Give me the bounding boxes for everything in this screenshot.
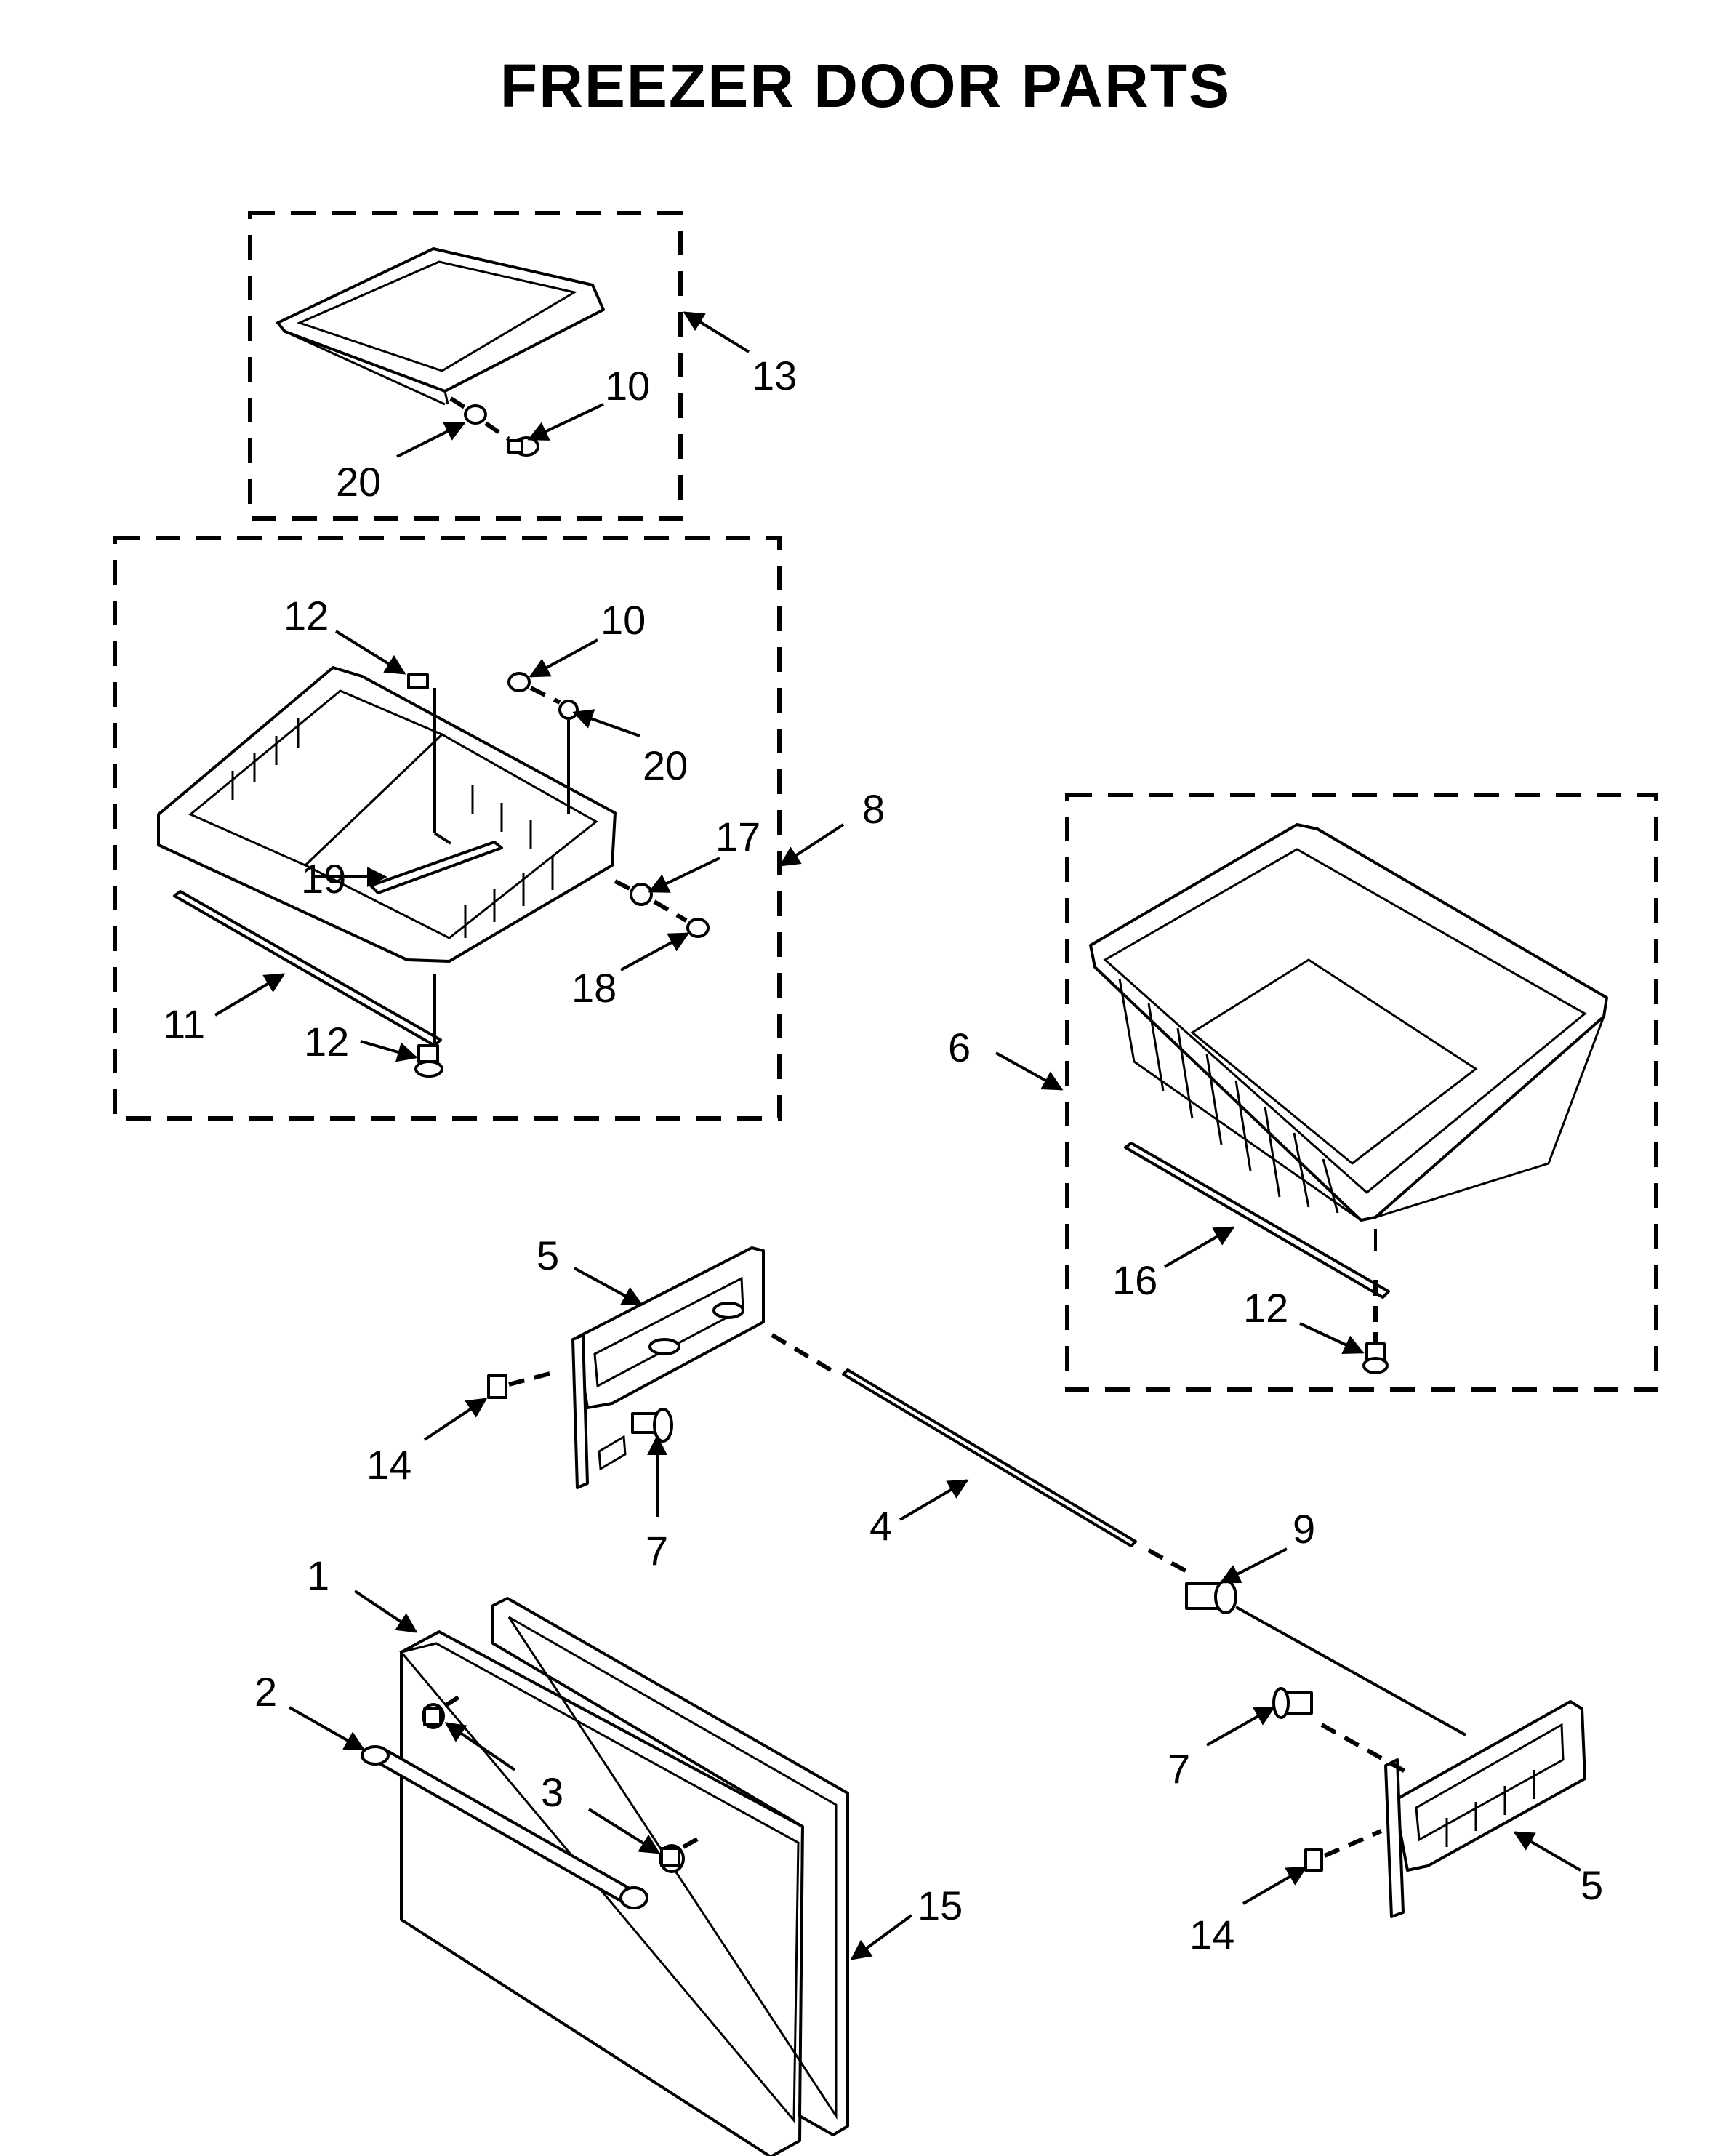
clip-14-right [1304,1829,1383,1872]
screw-7-left [631,1408,673,1443]
screw-10-bin [507,672,561,705]
callout-16: 16 [1112,1257,1157,1303]
callout-10-top: 10 [605,363,650,409]
callout-14-left: 14 [366,1442,411,1488]
screw-7-right [1272,1687,1412,1776]
callout-15: 15 [917,1883,963,1928]
clip-14-left [487,1371,553,1399]
bin-8 [157,666,617,963]
leader-lines [214,311,1582,1960]
callout-4: 4 [869,1503,892,1549]
screw-18 [653,899,710,938]
group-box-6 [1065,793,1658,1392]
callout-12-lower: 12 [304,1019,349,1065]
screw-12-upper [407,673,452,845]
callout-13: 13 [752,353,797,398]
callout-18: 18 [571,965,617,1011]
callout-17: 17 [715,814,760,859]
handle-2 [361,1745,648,1909]
divider-19 [369,841,503,894]
rod-4 [771,1333,1189,1574]
callout-8: 8 [862,786,885,832]
spacer-20-top [449,396,487,425]
callout-6: 6 [948,1025,971,1070]
callout-7-left: 7 [646,1528,668,1574]
slide-rail-5-left [571,1246,765,1489]
group-box-13 [248,211,683,521]
bushing-9 [1185,1579,1466,1736]
callout-5-right: 5 [1581,1862,1603,1908]
shelf-13 [276,247,605,406]
callout-2: 2 [254,1669,277,1715]
door-panel-1 [399,1630,804,2156]
handle-screw-3-upper [422,1691,467,1729]
basket-6 [1089,823,1608,1222]
callout-12-upper: 12 [284,593,329,638]
seal-strip-11 [173,890,442,1047]
callout-14-right: 14 [1189,1912,1234,1957]
group-box-8 [113,536,782,1121]
callout-7-right: 7 [1168,1746,1190,1792]
handle-screw-3-lower [659,1833,705,1873]
callout-labels: 13 10 20 12 10 20 8 17 19 18 11 12 6 16 … [163,353,1603,1957]
callout-19: 19 [301,856,346,902]
callout-10-bin: 10 [601,597,646,643]
screw-10-top [484,421,539,457]
callout-9: 9 [1293,1506,1315,1552]
screw-12-basket [1362,1229,1389,1374]
screw-12-lower [414,974,443,1078]
spacer-17 [614,879,653,906]
seal-strip-16 [1124,1142,1390,1299]
page-title: FREEZER DOOR PARTS [499,52,1232,120]
callout-1: 1 [307,1552,329,1598]
slide-rail-5-right [1384,1700,1586,1918]
callout-3: 3 [541,1769,563,1815]
callout-12-basket: 12 [1243,1285,1288,1331]
callout-20-bin: 20 [643,742,688,788]
callout-5-left: 5 [537,1233,559,1278]
callout-20-top: 20 [336,459,381,505]
callout-11: 11 [163,1001,205,1047]
